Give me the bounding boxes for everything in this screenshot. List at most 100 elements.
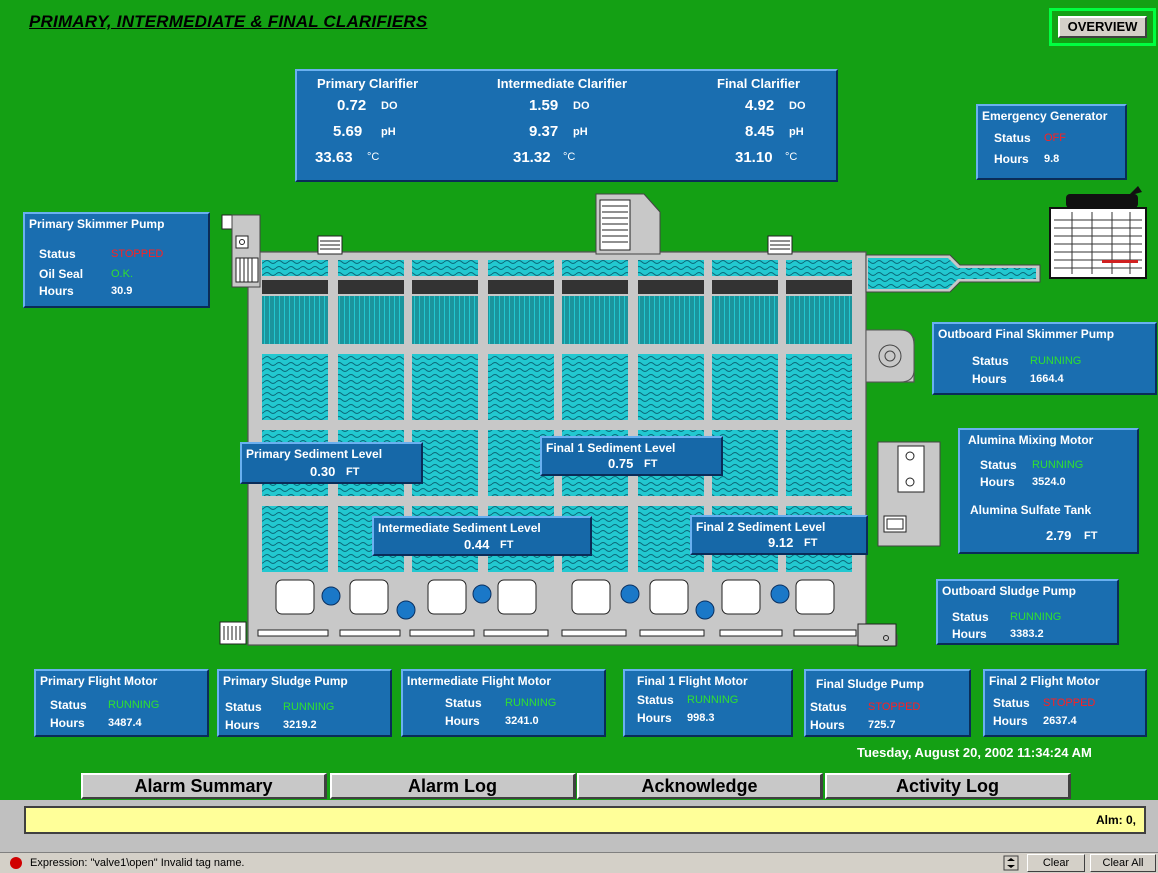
intermediate-temp-value: 31.32 [513,149,551,166]
intermediate-ph-value: 9.37 [529,123,559,140]
status-label: Status [637,693,674,707]
primary-flight-motor-panel[interactable]: Primary Flight Motor Status RUNNING Hour… [34,669,209,737]
page-title: PRIMARY, INTERMEDIATE & FINAL CLARIFIERS [29,12,428,31]
clarifier-name: Intermediate Clarifier [497,76,628,91]
panel-title: Primary Skimmer Pump [29,217,165,231]
hours-label: Hours [225,718,260,732]
primary-skimmer-pump-panel[interactable]: Primary Skimmer Pump Status STOPPED Oil … [23,212,210,308]
ft-unit: FT [804,537,818,549]
status-value: RUNNING [505,697,557,709]
hours-value: 3524.0 [1032,476,1066,488]
primary-do-value: 0.72 [337,97,367,114]
final2-sediment-level-panel: Final 2 Sediment Level 9.12 FT [690,515,868,555]
primary-sludge-pump-panel[interactable]: Primary Sludge Pump Status RUNNING Hours… [217,669,392,737]
ft-unit: FT [500,539,514,551]
panel-title: Final Sludge Pump [816,677,925,691]
panel-title: Primary Flight Motor [40,674,158,688]
clarifier-name: Primary Clarifier [317,76,419,91]
scroll-arrows-icon[interactable] [1003,855,1019,871]
panel-title: Final 1 Sediment Level [546,441,676,455]
do-unit: DO [789,100,806,112]
status-label: Status [994,131,1031,145]
hours-value: 725.7 [868,719,896,731]
overview-button[interactable]: OVERVIEW [1049,8,1156,46]
oil-seal-value: O.K. [111,268,134,280]
status-value: RUNNING [687,694,739,706]
activity-log-button[interactable]: Activity Log [825,773,1071,799]
final1-sediment-level-panel: Final 1 Sediment Level 0.75 FT [540,436,723,476]
clear-all-button[interactable]: Clear All [1090,854,1156,872]
status-value: OFF [1044,132,1066,144]
panel-title: Final 2 Flight Motor [989,674,1100,688]
sediment-value: 0.44 [464,537,490,552]
datetime-display: Tuesday, August 20, 2002 11:34:24 AM [857,745,1092,760]
clear-button[interactable]: Clear [1027,854,1085,872]
status-bar: Expression: "valve1\open" Invalid tag na… [0,852,1158,873]
intermediate-flight-motor-panel[interactable]: Intermediate Flight Motor Status RUNNING… [401,669,606,737]
panel-title: Intermediate Sediment Level [378,521,541,535]
sediment-value: 0.75 [608,456,634,471]
status-value: RUNNING [1010,611,1062,623]
alumina-sulfate-tank-label: Alumina Sulfate Tank [970,503,1092,517]
panel-title: Outboard Final Skimmer Pump [938,327,1115,341]
status-label: Status [810,700,847,714]
hours-label: Hours [980,475,1015,489]
sediment-value: 9.12 [768,535,794,550]
ph-unit: pH [381,126,396,138]
temp-unit: °C [785,151,798,163]
panel-title: Final 1 Flight Motor [637,674,748,688]
status-value: RUNNING [1032,459,1084,471]
panel-title: Intermediate Flight Motor [407,674,551,688]
hours-value: 3383.2 [1010,628,1044,640]
hours-label: Hours [810,718,845,732]
final1-flight-motor-panel[interactable]: Final 1 Flight Motor Status RUNNING Hour… [623,669,793,737]
status-label: Status [980,458,1017,472]
alarm-count: Alm: 0, [1095,813,1136,827]
emergency-generator-panel[interactable]: Emergency Generator Status OFF Hours 9.8 [976,104,1127,180]
alumina-tank-level-value: 2.79 [1046,528,1072,543]
panel-title: Emergency Generator [982,109,1108,123]
ft-unit: FT [346,466,360,478]
panel-title: Primary Sludge Pump [223,674,348,688]
primary-sediment-level-panel: Primary Sediment Level 0.30 FT [240,442,423,484]
oil-seal-label: Oil Seal [39,267,84,281]
error-icon [10,857,22,869]
final2-flight-motor-panel[interactable]: Final 2 Flight Motor Status STOPPED Hour… [983,669,1147,737]
sediment-value: 0.30 [310,464,336,479]
final-temp-value: 31.10 [735,149,773,166]
status-label: Status [225,700,262,714]
hours-label: Hours [50,716,85,730]
alarm-summary-button[interactable]: Alarm Summary [81,773,327,799]
hours-value: 3219.2 [283,719,317,731]
alarm-log-button[interactable]: Alarm Log [330,773,576,799]
ph-unit: pH [789,126,804,138]
do-unit: DO [573,100,590,112]
status-label: Status [952,610,989,624]
hours-value: 3487.4 [108,717,142,729]
status-label: Status [972,354,1009,368]
status-message: Expression: "valve1\open" Invalid tag na… [30,857,245,869]
outboard-sludge-pump-panel[interactable]: Outboard Sludge Pump Status RUNNING Hour… [936,579,1119,645]
temp-unit: °C [563,151,576,163]
status-label: Status [445,696,482,710]
do-unit: DO [381,100,398,112]
status-label: Status [993,696,1030,710]
status-value: RUNNING [283,701,335,713]
clarifier-name: Final Clarifier [717,76,801,91]
alumina-mixing-motor-panel[interactable]: Alumina Mixing Motor Status RUNNING Hour… [958,428,1139,554]
panel-title: Final 2 Sediment Level [696,520,826,534]
intermediate-sediment-level-panel: Intermediate Sediment Level 0.44 FT [372,516,592,556]
hours-label: Hours [39,284,74,298]
outboard-final-skimmer-pump-panel[interactable]: Outboard Final Skimmer Pump Status RUNNI… [932,322,1157,395]
alarm-banner[interactable]: Alm: 0, [24,806,1146,834]
status-value: RUNNING [108,699,160,711]
panel-title: Outboard Sludge Pump [942,584,1076,598]
hours-label: Hours [445,714,480,728]
final-sludge-pump-panel[interactable]: Final Sludge Pump Status STOPPED Hours 7… [804,669,971,737]
temp-unit: °C [367,151,380,163]
acknowledge-button[interactable]: Acknowledge [577,773,823,799]
hours-label: Hours [993,714,1028,728]
panel-title: Alumina Mixing Motor [968,433,1094,447]
hours-value: 30.9 [111,285,133,297]
